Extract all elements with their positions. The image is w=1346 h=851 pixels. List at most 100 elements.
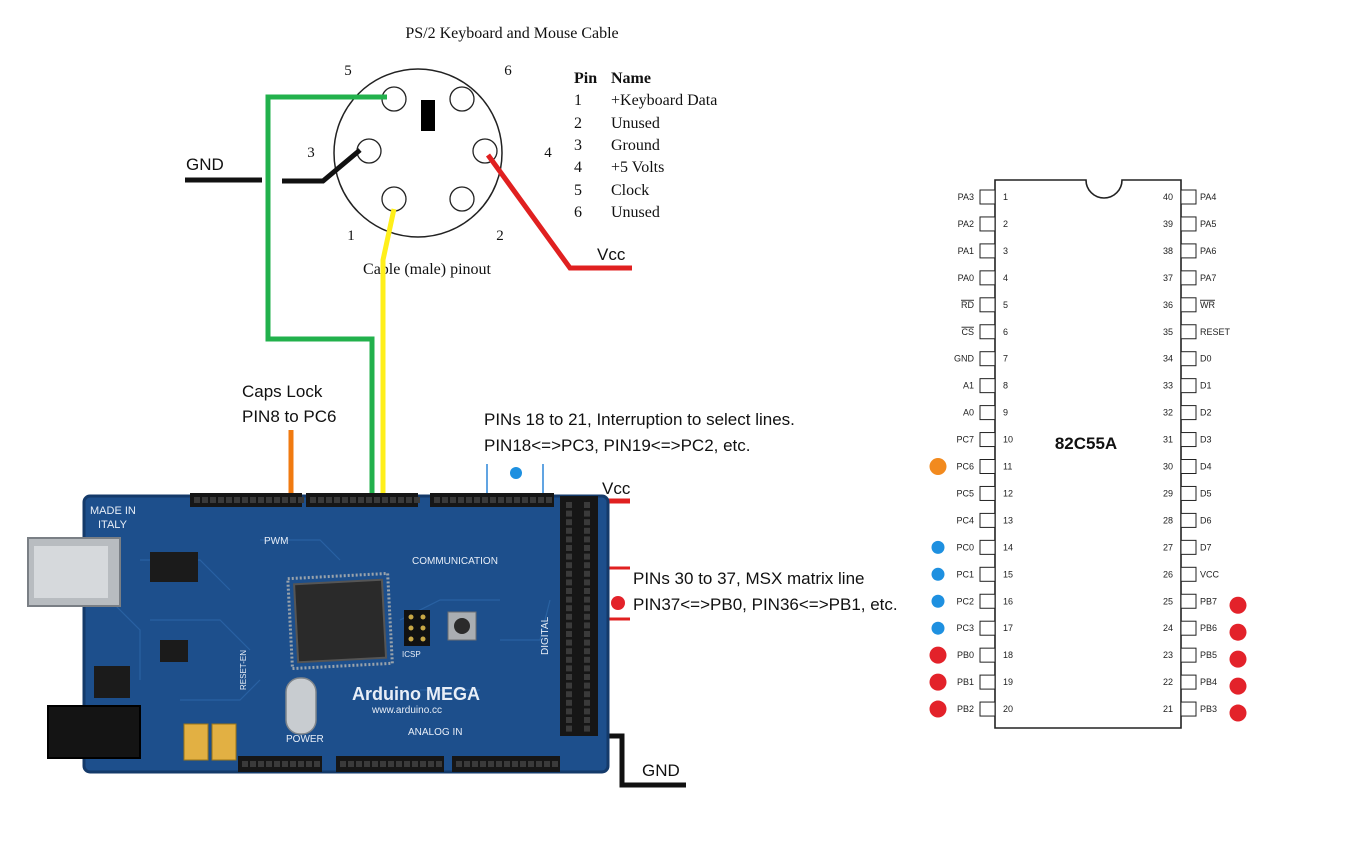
capacitor: [183, 723, 209, 761]
vcc-label-top: Vcc: [597, 245, 626, 264]
chip-pin-label-left: PB2: [957, 704, 974, 714]
chip-pin-number-left: 4: [1003, 273, 1008, 283]
chip-pin-label-right: PB7: [1200, 596, 1217, 606]
chip-pin-number-left: 11: [1003, 462, 1012, 472]
ps2-pin-number-6: 6: [504, 63, 512, 79]
chip-pin-label-left: PC4: [956, 515, 974, 525]
pin-table-pin: 4: [574, 159, 582, 176]
chip-pin-number-left: 20: [1003, 704, 1013, 714]
chip-pin-label-right: D1: [1200, 381, 1212, 391]
regulator: [94, 666, 130, 698]
ps2-section: PS/2 Keyboard and Mouse Cable 5 6 3 4 1 …: [307, 25, 717, 278]
chip-pin-box: [1180, 593, 1197, 609]
chip-pin-number-left: 17: [1003, 623, 1013, 633]
chip-pin-box: [979, 593, 996, 609]
chip-pin-box: [1180, 351, 1197, 367]
chip-name: 82C55A: [1055, 434, 1117, 453]
chip-pin-box: [979, 539, 996, 555]
mcu-chip: [293, 578, 388, 664]
usb-chip: [150, 552, 198, 582]
chip-connection-dot: [1229, 677, 1247, 695]
pin-table-name: Clock: [611, 182, 649, 199]
chip-connection-dot: [929, 700, 947, 718]
chip-pin-label-right: PA4: [1200, 192, 1216, 202]
pin-table-header-name: Name: [611, 70, 651, 87]
chip-pin-label-right: D5: [1200, 488, 1212, 498]
chip-pin-number-left: 7: [1003, 354, 1008, 364]
italy-label: ITALY: [98, 519, 128, 531]
chip-connection-dot: [929, 673, 947, 691]
chip-pin-label-left: PC2: [956, 596, 974, 606]
clock-wire: [265, 94, 387, 494]
pin-table-name: Ground: [611, 137, 660, 154]
pin-table-pin: 5: [574, 182, 582, 199]
chip-pin-box: [1180, 270, 1197, 286]
chip-pin-number-left: 5: [1003, 300, 1008, 310]
chip-pin-label-left: PC1: [956, 569, 974, 579]
chip-pin-label-left: PC0: [956, 542, 974, 552]
pin-table-name: +Keyboard Data: [611, 92, 717, 109]
chip-pin-box: [979, 701, 996, 717]
pin-table-name: Unused: [611, 204, 660, 221]
chip-connection-dot: [931, 621, 945, 635]
chip-pin-box: [979, 647, 996, 663]
pin-table-pin: 3: [574, 137, 582, 154]
gnd-label-top: GND: [186, 155, 224, 174]
chip-pin-box: [1180, 216, 1197, 232]
gnd-wire-pin3: [282, 148, 362, 184]
crystal: [285, 677, 317, 735]
digital-label: DIGITAL: [540, 616, 551, 655]
matrix-label-1: PINs 30 to 37, MSX matrix line: [633, 569, 864, 588]
chip-pin-label-right: PB3: [1200, 704, 1217, 714]
board-url: www.arduino.cc: [371, 705, 442, 716]
chip-pin-box: [1180, 674, 1197, 690]
matrix-dot: [611, 596, 625, 610]
chip-pin-label-right: D7: [1200, 542, 1212, 552]
chip-pin-number-right: 36: [1163, 300, 1173, 310]
chip-pin-box: [979, 351, 996, 367]
chip-pin-box: [1180, 297, 1197, 313]
chip-connection-dots: [929, 458, 1247, 722]
chip-pin-box: [979, 324, 996, 340]
chip-connection-dot: [931, 540, 945, 554]
ps2-pin-number-1: 1: [347, 228, 355, 244]
chip-pin-label-right: D3: [1200, 435, 1212, 445]
chip-pin-box: [979, 216, 996, 232]
chip-pin-number-right: 26: [1163, 569, 1173, 579]
ps2-pin-table: Pin Name 1 +Keyboard Data 2 Unused 3 Gro…: [574, 70, 717, 221]
chip-pin-label-left: PA2: [958, 219, 974, 229]
chip-pin-box: [1180, 459, 1197, 474]
chip-pin-number-left: 19: [1003, 677, 1013, 687]
chip-pin-box: [979, 566, 996, 582]
chip-pin-number-left: 10: [1003, 435, 1013, 445]
chip-pin-number-right: 22: [1163, 677, 1173, 687]
chip-pin-number-right: 24: [1163, 623, 1173, 633]
chip-pin-box: [979, 512, 996, 528]
chip-pin-number-right: 30: [1163, 462, 1173, 472]
chip-pin-label-right: PB6: [1200, 623, 1217, 633]
chip-pin-box: [1180, 512, 1197, 528]
chip-pin-box: [979, 243, 996, 259]
gnd-label-board: GND: [642, 761, 680, 780]
chip-pin-number-right: 25: [1163, 596, 1173, 606]
ps2-pin-number-2: 2: [496, 228, 504, 244]
chip-pin-number-right: 38: [1163, 246, 1173, 256]
icsp-header: [404, 610, 430, 646]
reset-en-label: RESET-EN: [239, 650, 248, 690]
chip-pin-label-left: PC7: [956, 435, 974, 445]
chip-pin-box: [979, 459, 996, 474]
chip-body: [994, 179, 1182, 729]
chip-connection-dot: [929, 646, 947, 664]
chip-pin-number-right: 28: [1163, 515, 1173, 525]
capacitor: [211, 723, 237, 761]
chip-pin-number-left: 9: [1003, 408, 1008, 418]
chip-pin-label-right: PA6: [1200, 246, 1216, 256]
chip-pin-label-left: RD: [961, 300, 974, 310]
chip-pin-number-right: 35: [1163, 327, 1173, 337]
chip-pin-box: [979, 297, 996, 313]
chip-pin-label-right: D2: [1200, 408, 1212, 418]
caps-lock-label: Caps Lock: [242, 382, 323, 401]
analog-in-label: ANALOG IN: [408, 727, 462, 738]
